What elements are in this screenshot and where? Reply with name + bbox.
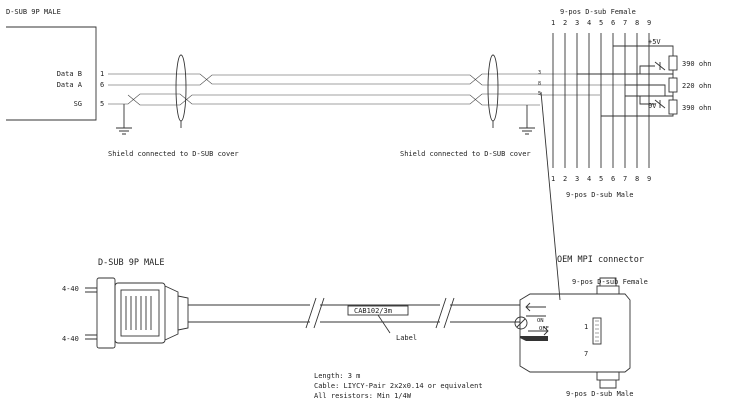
left-connector-box [6,26,97,121]
resistor-label-1: 390 ohn [682,60,712,68]
oem-male-label: 9-pos D-sub Male [566,390,633,398]
shield-ellipse-left [175,54,187,122]
oem-pin-7: 7 [584,350,588,358]
resistor-label-3: 390 ohn [682,104,712,112]
svg-text:6: 6 [611,175,615,183]
link-to-oem-connector [540,91,561,301]
svg-text:8: 8 [635,19,639,27]
supply-plus-5v: +5V [648,38,661,46]
pin-number-6: 6 [100,81,104,89]
cable-tag: CAB102/3m [354,307,392,315]
pin-number-5: 5 [100,100,104,108]
dsub-plug-drawing [85,277,189,349]
pin-label-sg: SG [74,100,82,108]
ground-symbol-right [492,105,535,135]
rail-connections [540,73,625,96]
supply-0v: 0V [648,102,657,110]
svg-text:6: 6 [611,19,615,27]
spec-resistors: All resistors: Min 1/4W [314,392,412,400]
pin-label-data-a: Data A [57,81,83,89]
shield-note-right: Shield connected to D-SUB cover [400,150,531,158]
male-header-numbers: 1 2 3 4 5 6 7 8 9 [551,175,651,183]
pin-number-1: 1 [100,70,104,78]
svg-text:2: 2 [563,19,567,27]
spec-length: Length: 3 m [314,372,360,380]
connector-rails [552,33,650,168]
bottom-connector-title: D-SUB 9P MALE [98,258,165,268]
right-pin-mark-5: 5 [538,91,541,97]
svg-text:1: 1 [551,19,555,27]
termination-network [577,45,678,117]
svg-text:4: 4 [587,175,591,183]
svg-text:1: 1 [551,175,555,183]
screw-label-top: 4-40 [62,285,79,293]
svg-text:9: 9 [647,175,651,183]
right-pin-mark-8: 8 [538,81,541,87]
svg-text:7: 7 [623,19,627,27]
svg-text:2: 2 [563,175,567,183]
ground-symbol-left [116,104,182,135]
spec-cable: Cable: LIYCY-Pair 2x2x0.14 or equivalent [314,382,483,390]
right-pin-mark-3: 3 [538,70,541,76]
female-connector-title: 9-pos D-sub Female [560,8,636,16]
svg-text:4: 4 [587,19,591,27]
svg-text:3: 3 [575,175,579,183]
female-header-numbers: 1 2 3 4 5 6 7 8 9 [551,19,651,27]
svg-text:8: 8 [635,175,639,183]
resistor-label-2: 220 ohn [682,82,712,90]
svg-text:5: 5 [599,175,603,183]
switch-off-label: OFF [539,326,549,332]
pin-label-data-b: Data B [57,70,82,78]
svg-text:7: 7 [623,175,627,183]
male-connector-title: 9-pos D-sub Male [566,191,633,199]
shield-ellipse-right [487,54,499,122]
top-connector-title: D-SUB 9P MALE [6,8,61,16]
svg-text:9: 9 [647,19,651,27]
label-callout-line [377,314,391,334]
svg-text:5: 5 [599,19,603,27]
switch-on-label: ON [537,318,544,324]
cable-drawing [188,297,520,329]
label-callout: Label [396,334,417,342]
oem-female-label: 9-pos D-sub Female [572,278,648,286]
oem-connector-drawing [514,277,631,389]
twisted-pair-wires [108,73,540,106]
shield-note-left: Shield connected to D-SUB cover [108,150,239,158]
svg-text:3: 3 [575,19,579,27]
oem-pin-1: 1 [584,323,588,331]
oem-connector-title: OEM MPI connector [557,255,644,265]
screw-label-bottom: 4-40 [62,335,79,343]
